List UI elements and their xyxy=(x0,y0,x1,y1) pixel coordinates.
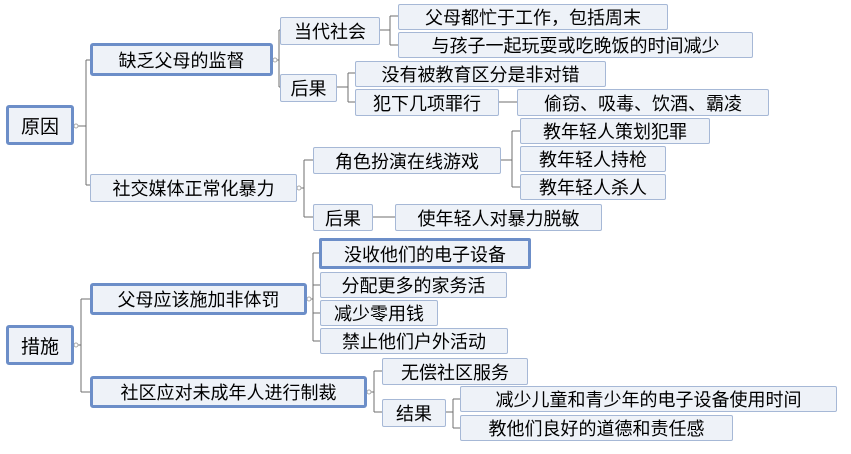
branch-parents-punishment[interactable]: 父母应该施加非体罚 xyxy=(90,283,307,315)
node-parents-busy[interactable]: 父母都忙于工作，包括周末 xyxy=(398,4,668,30)
node-ban-outdoor[interactable]: 禁止他们户外活动 xyxy=(320,328,508,354)
node-community-service[interactable]: 无偿社区服务 xyxy=(382,358,528,385)
node-teach-kill[interactable]: 教年轻人杀人 xyxy=(520,174,666,200)
node-less-family-time[interactable]: 与孩子一起玩耍或吃晚饭的时间减少 xyxy=(398,32,753,58)
root-causes[interactable]: 原因 xyxy=(6,105,74,145)
node-confiscate-devices[interactable]: 没收他们的电子设备 xyxy=(319,238,531,269)
node-results[interactable]: 结果 xyxy=(382,399,446,427)
node-contemporary-society[interactable]: 当代社会 xyxy=(280,17,380,45)
node-teach-guns[interactable]: 教年轻人持枪 xyxy=(520,146,666,172)
branch-community-sanctions[interactable]: 社区应对未成年人进行制裁 xyxy=(90,376,367,408)
branch-lack-parental-supervision[interactable]: 缺乏父母的监督 xyxy=(90,43,273,76)
node-consequences-media[interactable]: 后果 xyxy=(313,204,373,231)
node-teach-morals[interactable]: 教他们良好的道德和责任感 xyxy=(460,415,733,441)
root-measures[interactable]: 措施 xyxy=(6,325,74,365)
node-consequences-supervision[interactable]: 后果 xyxy=(280,74,337,102)
branch-social-media-violence[interactable]: 社交媒体正常化暴力 xyxy=(90,174,297,202)
node-desensitized[interactable]: 使年轻人对暴力脱敏 xyxy=(395,204,602,231)
node-crimes[interactable]: 犯下几项罪行 xyxy=(355,89,499,116)
node-reduce-screen-time[interactable]: 减少儿童和青少年的电子设备使用时间 xyxy=(460,386,837,412)
node-roleplay-games[interactable]: 角色扮演在线游戏 xyxy=(313,147,501,174)
node-less-allowance[interactable]: 减少零用钱 xyxy=(320,300,438,326)
node-teach-plan-crime[interactable]: 教年轻人策划犯罪 xyxy=(520,118,710,144)
node-more-chores[interactable]: 分配更多的家务活 xyxy=(320,272,507,298)
node-no-moral-education[interactable]: 没有被教育区分是非对错 xyxy=(355,61,606,87)
node-crime-types[interactable]: 偷窃、吸毒、饮酒、霸凌 xyxy=(517,89,769,116)
